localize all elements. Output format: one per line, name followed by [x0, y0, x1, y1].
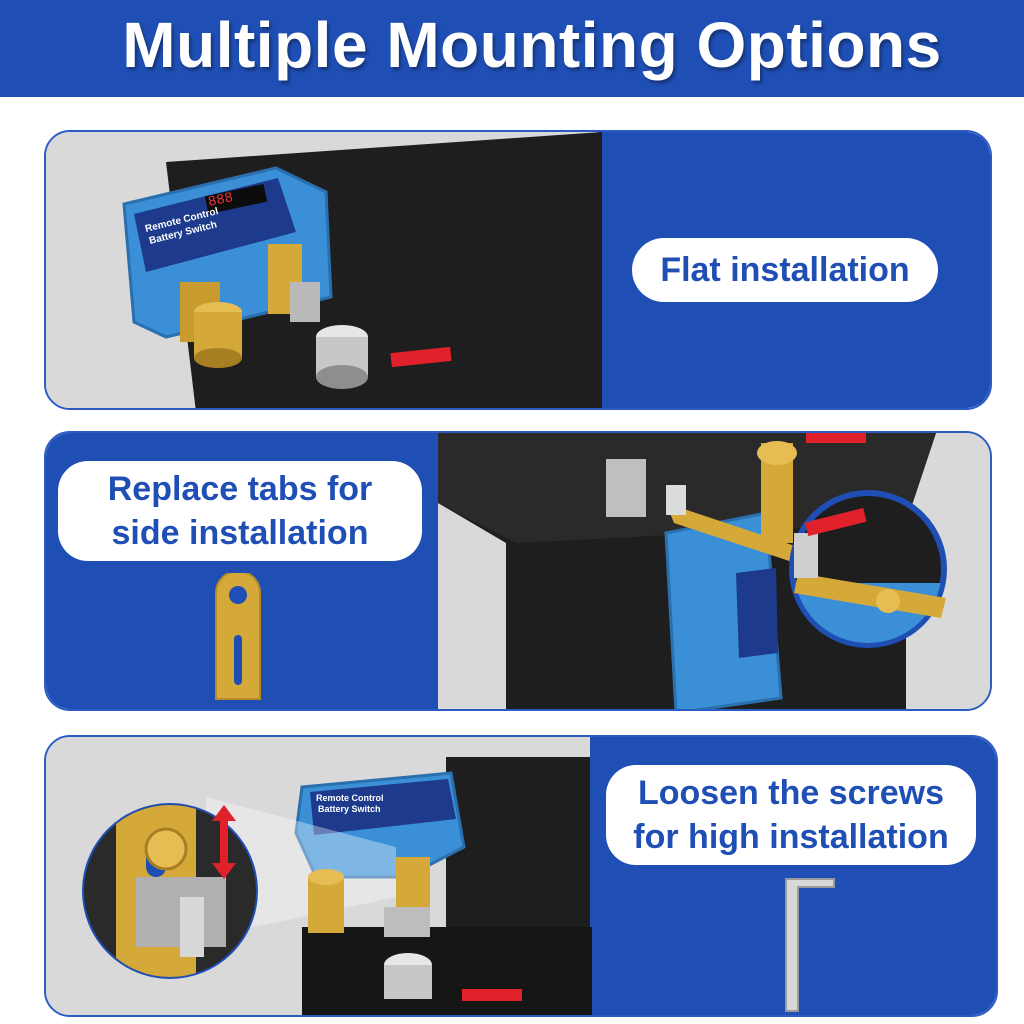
high-installation-label: Loosen the screws for high installation [606, 765, 976, 865]
svg-text:Battery Switch: Battery Switch [318, 804, 381, 814]
battery-switch-device-high: Remote Control Battery Switch [294, 771, 466, 879]
battery-switch-device-side [664, 511, 783, 709]
hex-key-icon [785, 878, 835, 1012]
svg-text:Remote Control: Remote Control [316, 793, 384, 803]
side-installation-label: Replace tabs for side installation [58, 461, 422, 561]
header-banner: Multiple Mounting Options [0, 0, 1024, 97]
panel-high-installation: Remote Control Battery Switch [44, 735, 998, 1017]
panel-side-installation: Replace tabs for side installation [44, 431, 992, 711]
negative-terminal-mark [390, 346, 452, 368]
svg-text:888: 888 [207, 190, 235, 211]
negative-terminal-mark-high [462, 989, 522, 1001]
flat-installation-label: Flat installation [632, 238, 938, 302]
panel-flat-installation: Remote Control Battery Switch 888 Flat i… [44, 130, 992, 410]
page-title: Multiple Mounting Options [122, 9, 942, 81]
adjust-arrow-icon [212, 805, 236, 879]
mounting-tab-icon [215, 573, 261, 700]
